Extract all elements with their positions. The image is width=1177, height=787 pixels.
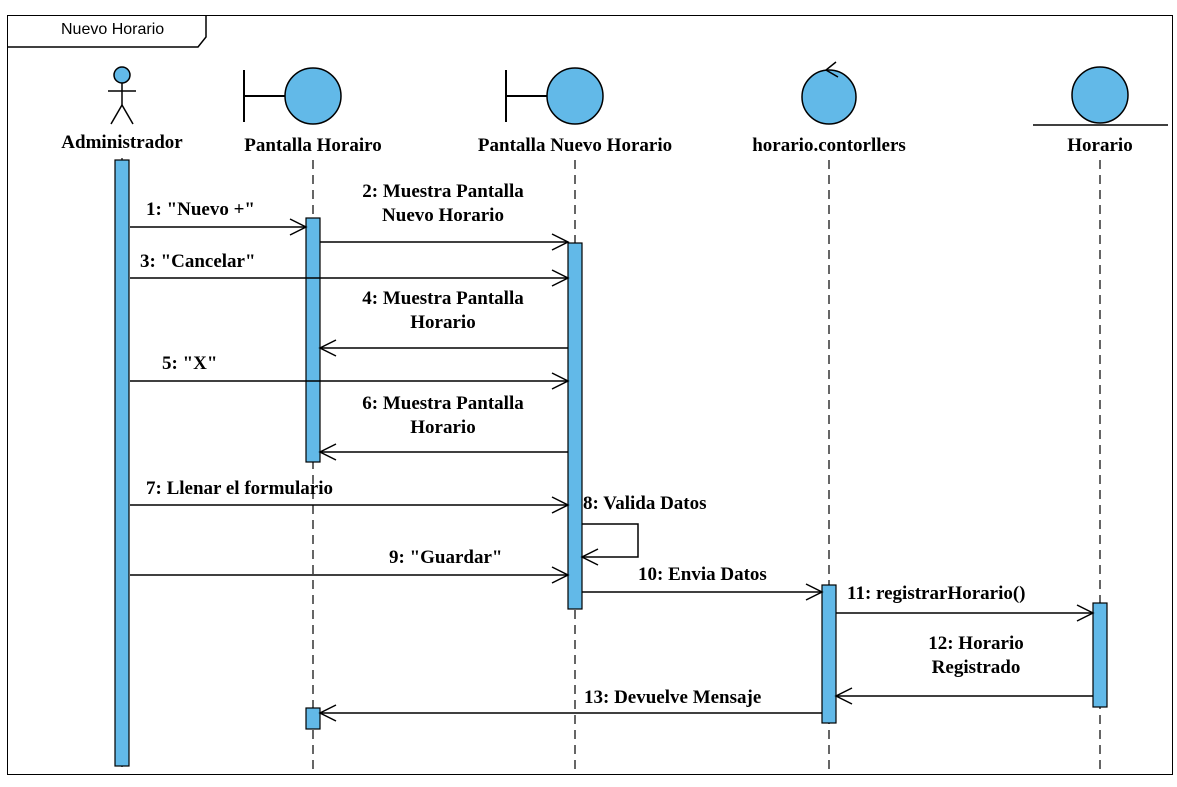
frame-border [7, 15, 1173, 775]
activation-pantalla-horairo [305, 217, 321, 463]
message-arrow-9-head [551, 566, 570, 584]
message-arrow-1-head [289, 218, 308, 236]
message-arrow-6-head [318, 443, 337, 461]
activation-administrador [114, 159, 130, 767]
message-label-8: 8: Valida Datos [583, 493, 707, 514]
message-label-10: 10: Envia Datos [638, 564, 767, 585]
message-label-1: 1: "Nuevo +" [146, 199, 255, 220]
message-label-13: 13: Devuelve Mensaje [584, 687, 762, 708]
message-arrow-13-head [318, 704, 337, 722]
message-arrow-12-head [834, 687, 853, 705]
boundary-circle-icon-0 [284, 67, 342, 125]
actor-leg-left-icon [110, 104, 123, 125]
activation-horario [1092, 602, 1108, 708]
message-arrow-8 [582, 523, 639, 558]
message-label-6: 6: Muestra Pantalla Horario [362, 393, 524, 438]
message-arrow-4-head [318, 339, 337, 357]
activation-pantalla-nuevo-horario [567, 242, 583, 610]
message-label-3: 3: "Cancelar" [140, 251, 256, 272]
message-label-4: 4: Muestra Pantalla Horario [362, 288, 524, 333]
lifeline-name-horario: Horario [1067, 135, 1133, 156]
lifeline-name-pantalla-nuevo-horario: Pantalla Nuevo Horario [477, 135, 673, 156]
control-arrow-icon [824, 61, 839, 78]
message-label-11: 11: registrarHorario() [847, 583, 1026, 604]
actor-leg-right-icon [121, 104, 134, 125]
message-arrow-2-head [551, 233, 570, 251]
message-arrow-7-head [551, 496, 570, 514]
message-arrow-3-head [551, 269, 570, 287]
entity-circle-icon [1071, 66, 1129, 124]
activation-pantalla-horairo-2 [305, 707, 321, 730]
message-arrow-11-head [1076, 604, 1095, 622]
message-label-7: 7: Llenar el formulario [146, 478, 333, 499]
message-arrow-5-head [551, 372, 570, 390]
message-label-2: 2: Muestra Pantalla Nuevo Horario [362, 181, 524, 226]
frame-tab-outline [7, 15, 207, 48]
boundary-circle-icon-1 [546, 67, 604, 125]
lifeline-name-horario-contorllers: horario.contorllers [752, 135, 906, 156]
lifeline-name-administrador: Administrador [61, 132, 183, 153]
message-label-5: 5: "X" [162, 353, 218, 374]
lifeline-name-pantalla-horairo: Pantalla Horairo [244, 135, 382, 156]
control-circle-icon [801, 69, 857, 125]
message-arrow-8-head [580, 548, 599, 566]
message-arrow-10-head [805, 583, 824, 601]
activation-horario-contorllers [821, 584, 837, 724]
frame-title: Nuevo Horario [61, 21, 165, 38]
message-label-12: 12: Horario Registrado [928, 633, 1024, 678]
message-label-9: 9: "Guardar" [389, 547, 503, 568]
